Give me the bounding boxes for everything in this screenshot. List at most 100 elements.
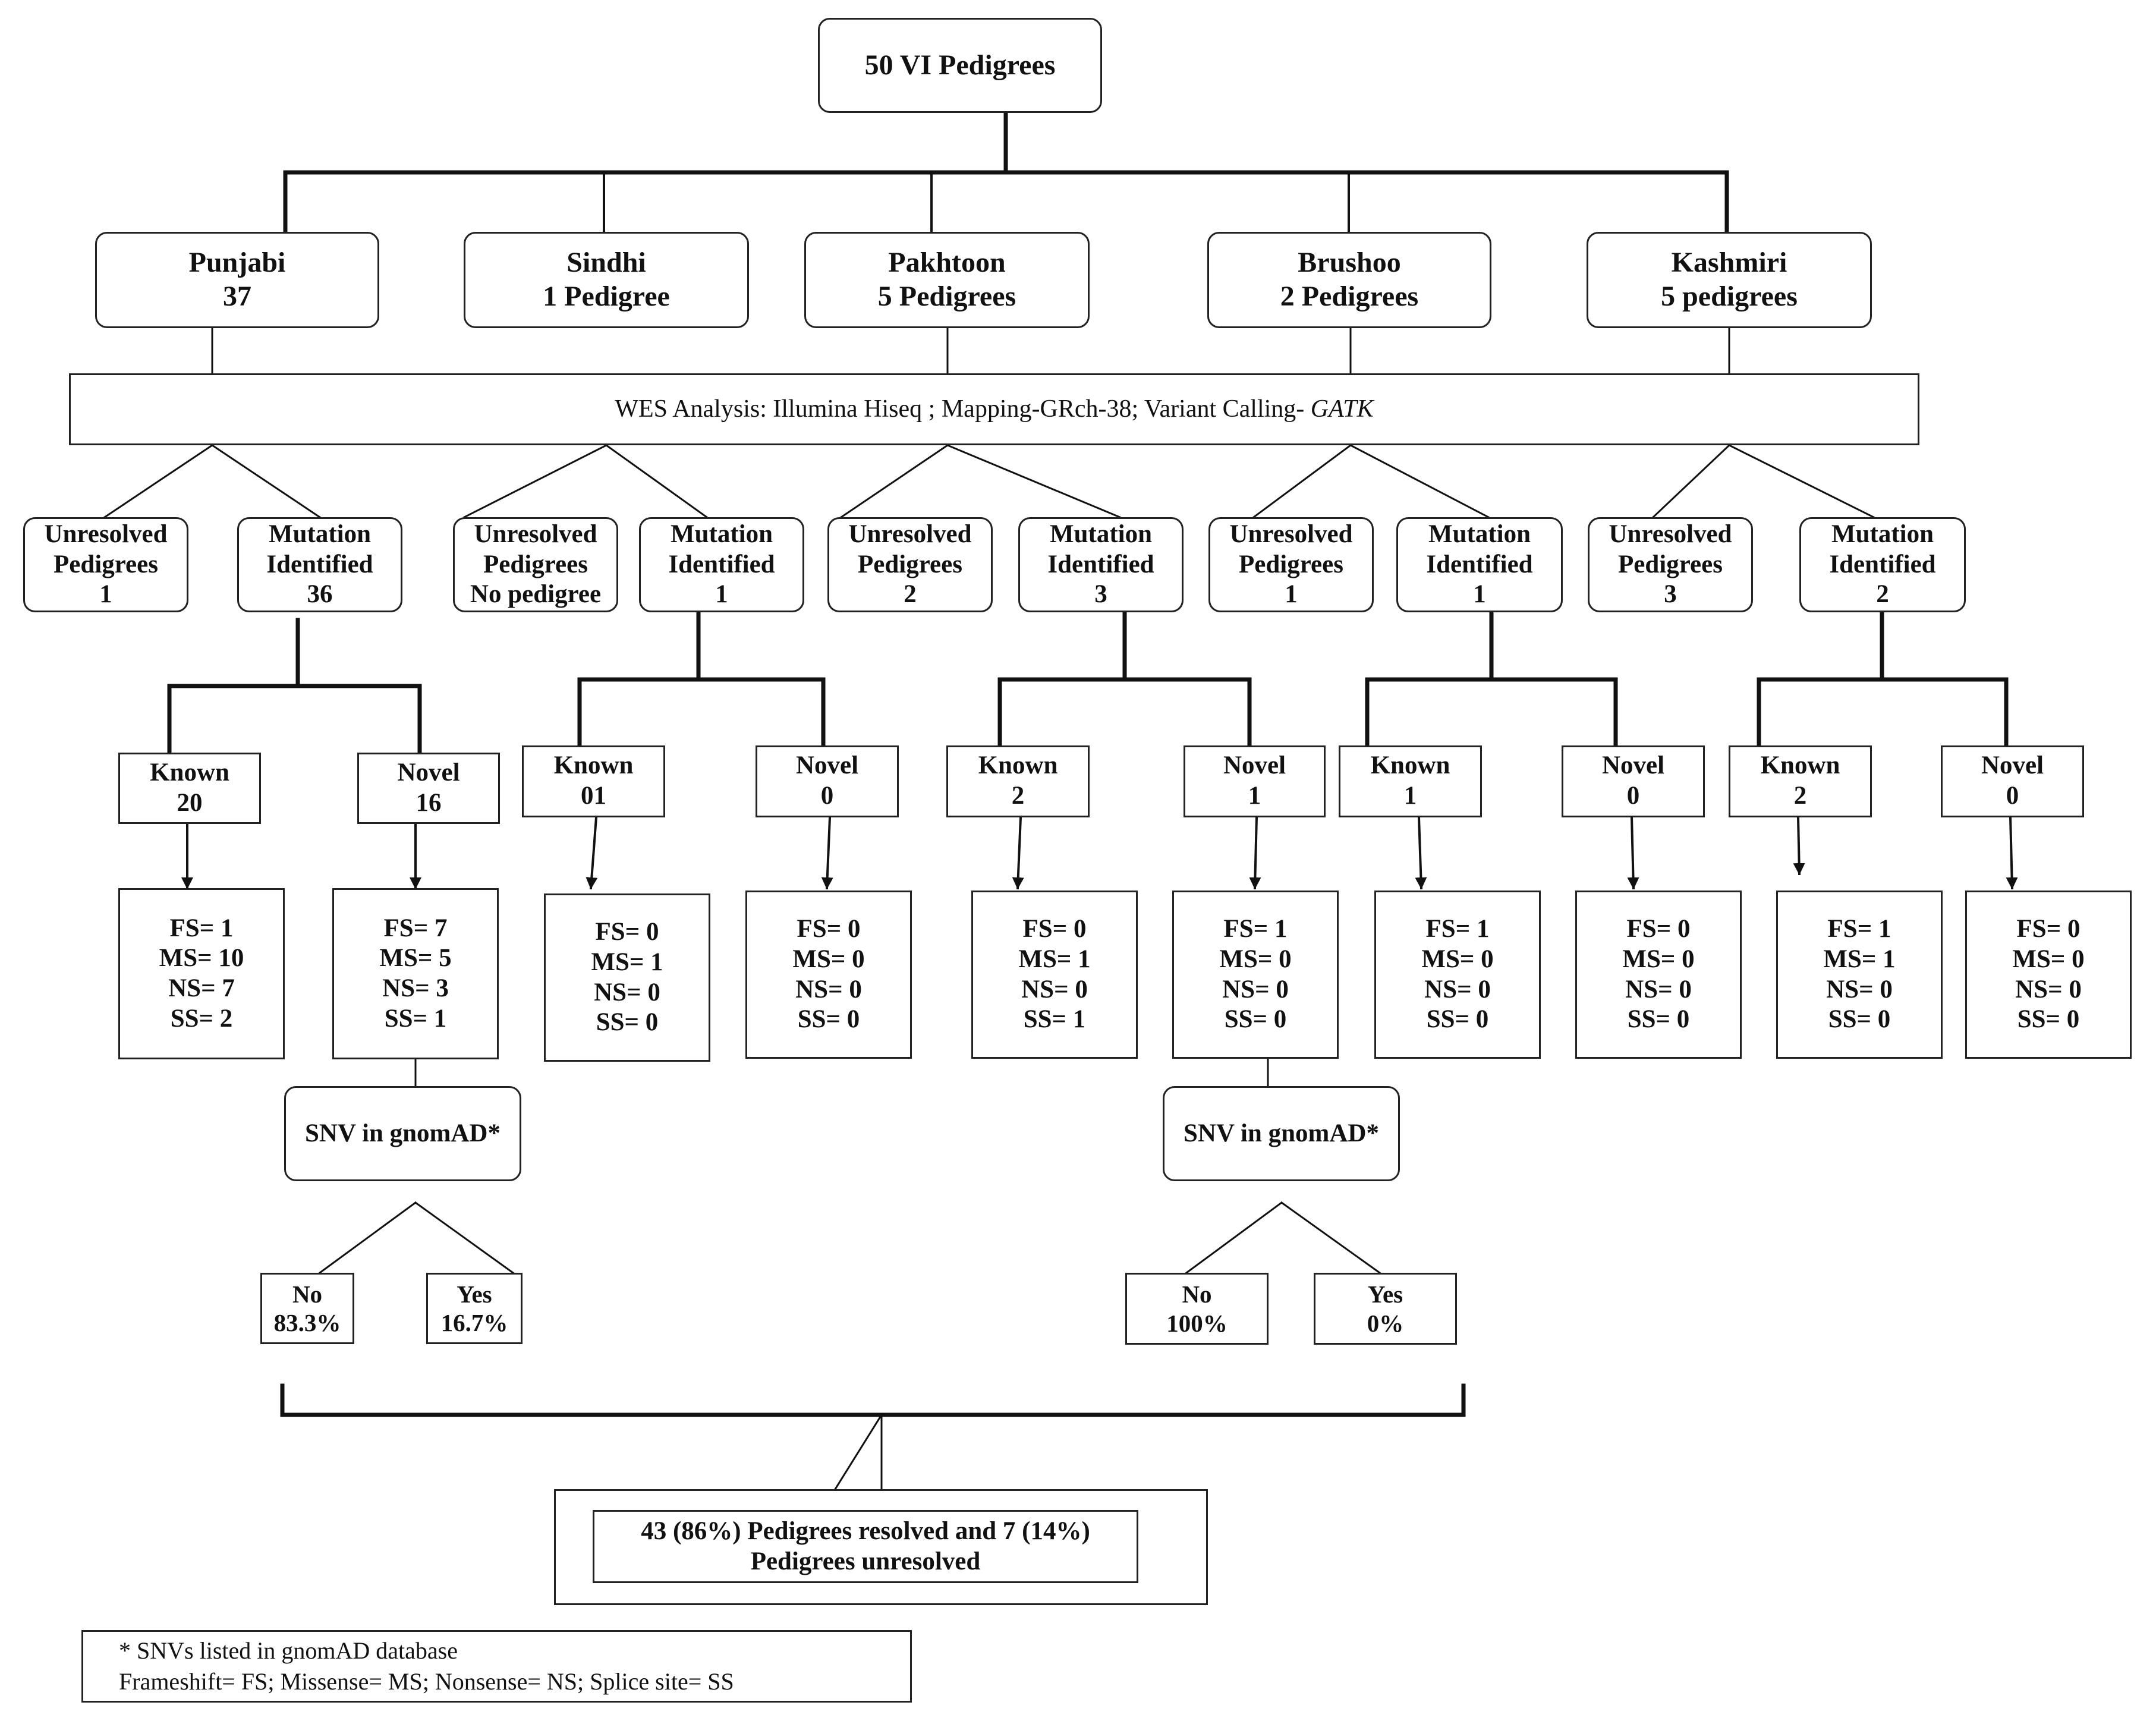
fs-count: FS= 1 xyxy=(169,914,234,942)
variant-stats-box: FS= 0 MS= 1 NS= 0 SS= 1 xyxy=(971,891,1138,1059)
variant-stats-box: FS= 7 MS= 5 NS= 3 SS= 1 xyxy=(332,888,499,1059)
root-box: 50 VI Pedigrees xyxy=(818,18,1102,113)
unresolved-label-line1: Unresolved xyxy=(848,520,972,548)
unresolved-label-line2: Pedigrees xyxy=(1239,550,1343,578)
mutation-label-line1: Mutation xyxy=(671,520,773,548)
known-label: Known xyxy=(1370,751,1450,779)
ns-count: NS= 0 xyxy=(1222,975,1289,1003)
no-box-left: No 83.3% xyxy=(260,1273,354,1344)
novel-box-pakhtoon: Novel 1 xyxy=(1184,745,1326,817)
group-box-sindhi: Sindhi 1 Pedigree xyxy=(464,232,749,328)
ms-count: MS= 5 xyxy=(379,944,452,973)
footnote-line2: Frameshift= FS; Missense= MS; Nonsense= … xyxy=(119,1668,734,1695)
ns-count: NS= 0 xyxy=(2015,975,2082,1003)
novel-label: Novel xyxy=(1223,751,1286,779)
ms-count: MS= 0 xyxy=(2012,945,2085,973)
known-value: 01 xyxy=(581,781,606,810)
ms-count: MS= 0 xyxy=(1219,945,1292,973)
footnote: * SNVs listed in gnomAD database Framesh… xyxy=(81,1630,912,1703)
ss-count: SS= 2 xyxy=(170,1004,233,1033)
ss-count: SS= 0 xyxy=(1828,1005,1891,1034)
unresolved-value: 1 xyxy=(1285,580,1298,609)
fs-count: FS= 1 xyxy=(1425,915,1490,943)
ns-count: NS= 0 xyxy=(795,975,862,1003)
yes-box-right: Yes 0% xyxy=(1314,1273,1457,1345)
group-count: 5 Pedigrees xyxy=(877,281,1016,312)
known-label: Known xyxy=(150,759,229,787)
group-count: 5 pedigrees xyxy=(1661,281,1798,312)
mutation-box-brushoo: Mutation Identified 1 xyxy=(1396,517,1563,612)
group-count: 2 Pedigrees xyxy=(1280,281,1419,312)
wes-text: WES Analysis: Illumina Hiseq ; Mapping-G… xyxy=(615,395,1311,423)
unresolved-value: 3 xyxy=(1664,580,1677,609)
group-name: Punjabi xyxy=(188,247,286,279)
mutation-value: 1 xyxy=(715,580,728,609)
mutation-label-line2: Identified xyxy=(266,550,373,578)
ss-count: SS= 1 xyxy=(384,1004,447,1033)
known-value: 2 xyxy=(1793,781,1807,810)
novel-value: 0 xyxy=(1626,781,1640,810)
group-box-brushoo: Brushoo 2 Pedigrees xyxy=(1207,232,1491,328)
ss-count: SS= 0 xyxy=(596,1008,659,1037)
ns-count: NS= 7 xyxy=(168,974,235,1002)
known-label: Known xyxy=(1760,751,1840,779)
group-name: Pakhtoon xyxy=(888,247,1006,279)
yes-value: 16.7% xyxy=(440,1309,508,1336)
mutation-box-sindhi: Mutation Identified 1 xyxy=(639,517,804,612)
mutation-label-line2: Identified xyxy=(668,550,775,578)
mutation-box-pakhtoon: Mutation Identified 3 xyxy=(1018,517,1184,612)
ms-count: MS= 1 xyxy=(1018,945,1091,973)
mutation-value: 3 xyxy=(1094,580,1107,609)
ss-count: SS= 0 xyxy=(1426,1005,1489,1034)
variant-stats-box: FS= 0 MS= 0 NS= 0 SS= 0 xyxy=(1575,891,1742,1059)
known-box-punjabi: Known 20 xyxy=(118,753,261,824)
novel-value: 0 xyxy=(820,781,834,810)
unresolved-label-line2: Pedigrees xyxy=(53,550,158,578)
ss-count: SS= 0 xyxy=(797,1005,860,1034)
fs-count: FS= 0 xyxy=(797,915,861,943)
mutation-label-line2: Identified xyxy=(1829,550,1936,578)
yes-label: Yes xyxy=(457,1280,492,1308)
mutation-label-line2: Identified xyxy=(1047,550,1154,578)
novel-box-sindhi: Novel 0 xyxy=(756,745,899,817)
mutation-label-line1: Mutation xyxy=(1831,520,1934,548)
fs-count: FS= 7 xyxy=(383,914,448,942)
summary-line2: Pedigrees unresolved xyxy=(750,1547,981,1575)
variant-stats-box: FS= 0 MS= 0 NS= 0 SS= 0 xyxy=(745,891,912,1059)
footnote-line1: * SNVs listed in gnomAD database xyxy=(119,1637,458,1664)
ms-count: MS= 0 xyxy=(792,945,865,973)
snv-gnomad-box-left: SNV in gnomAD* xyxy=(284,1086,521,1181)
ss-count: SS= 0 xyxy=(1224,1005,1287,1034)
unresolved-label-line2: Pedigrees xyxy=(483,550,588,578)
ms-count: MS= 1 xyxy=(1823,945,1896,973)
known-box-pakhtoon: Known 2 xyxy=(946,745,1090,817)
novel-box-punjabi: Novel 16 xyxy=(357,753,500,824)
group-name: Kashmiri xyxy=(1671,247,1787,279)
fs-count: FS= 1 xyxy=(1827,915,1891,943)
group-name: Brushoo xyxy=(1298,247,1401,279)
snv-label: SNV in gnomAD* xyxy=(1184,1119,1379,1147)
summary-box: 43 (86%) Pedigrees resolved and 7 (14%) … xyxy=(593,1510,1138,1583)
novel-value: 1 xyxy=(1248,781,1261,810)
ms-count: MS= 0 xyxy=(1421,945,1494,973)
unresolved-label-line1: Unresolved xyxy=(1229,520,1353,548)
unresolved-label-line2: Pedigrees xyxy=(858,550,962,578)
unresolved-label-line1: Unresolved xyxy=(474,520,597,548)
novel-label: Novel xyxy=(397,759,460,787)
known-value: 20 xyxy=(177,789,203,817)
unresolved-box-punjabi: Unresolved Pedigrees 1 xyxy=(23,517,188,612)
yes-value: 0% xyxy=(1367,1309,1404,1337)
wes-tool: GATK xyxy=(1310,395,1374,423)
novel-value: 16 xyxy=(416,789,442,817)
known-label: Known xyxy=(978,751,1058,779)
no-value: 83.3% xyxy=(273,1309,341,1336)
unresolved-label-line2: Pedigrees xyxy=(1618,550,1723,578)
group-name: Sindhi xyxy=(566,247,646,279)
no-label: No xyxy=(292,1280,323,1308)
variant-stats-box: FS= 0 MS= 0 NS= 0 SS= 0 xyxy=(1965,891,2132,1059)
ns-count: NS= 0 xyxy=(594,978,660,1006)
wes-label: WES Analysis: Illumina Hiseq ; Mapping-G… xyxy=(615,395,1373,424)
known-box-sindhi: Known 01 xyxy=(522,745,665,817)
mutation-box-punjabi: Mutation Identified 36 xyxy=(237,517,402,612)
